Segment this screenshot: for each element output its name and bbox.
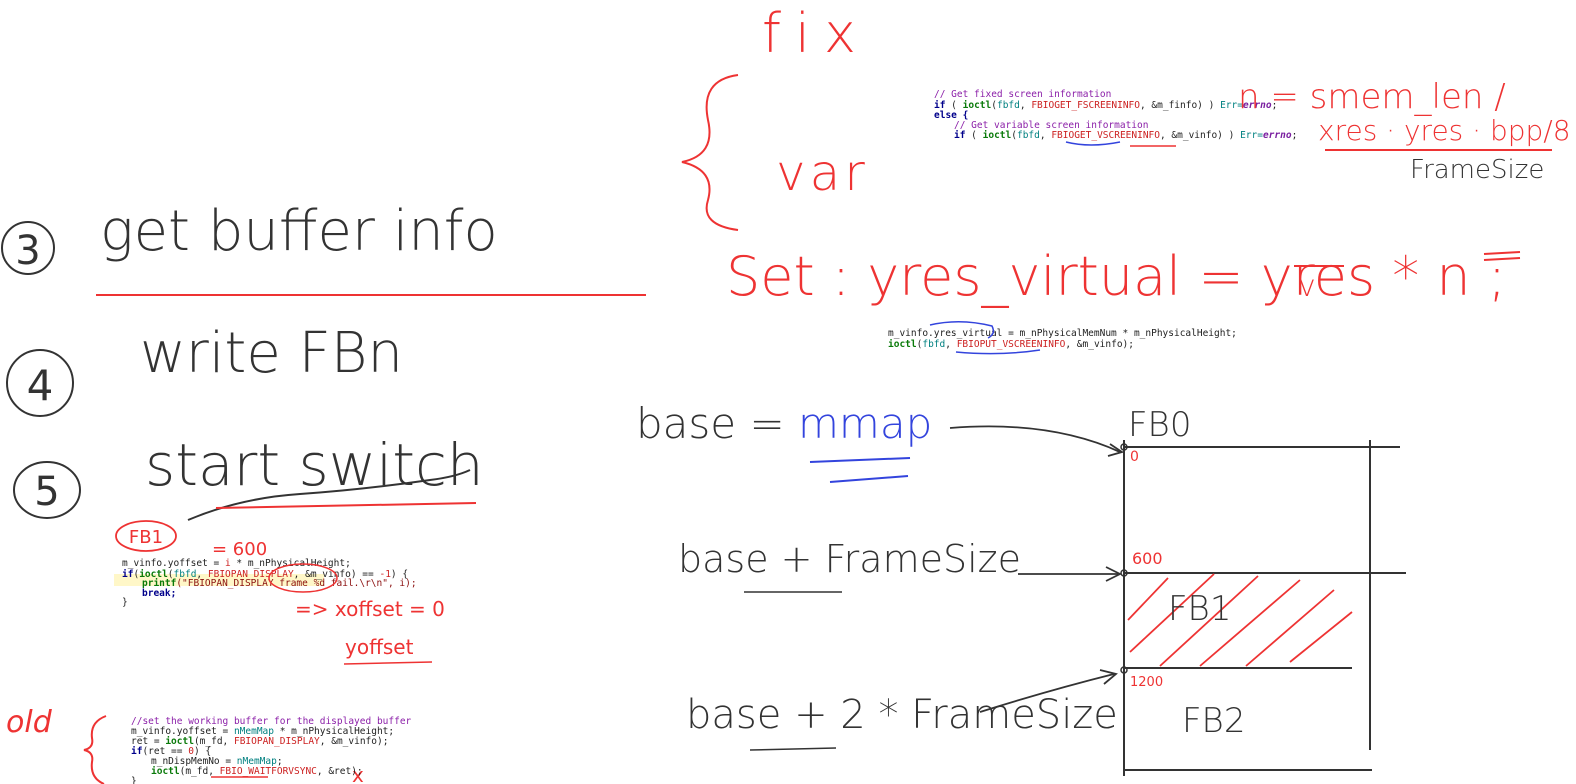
base-framesize-label: base + FrameSize	[678, 537, 1021, 581]
hatch-2	[1129, 573, 1215, 653]
step-3-number: 3	[15, 228, 40, 274]
step-4: 4 write FBn	[6, 321, 403, 417]
code-top-line-3: else {	[934, 110, 968, 121]
code-fb1-line-5: }	[122, 597, 128, 608]
step-5-red-underline	[215, 502, 477, 509]
fb1-region-label: FB1	[1168, 589, 1231, 629]
hatch-5	[1245, 589, 1335, 667]
code-old-snippet: //set the working buffer for the display…	[131, 716, 412, 784]
yoffset-underline	[343, 661, 433, 665]
offset-dot-1200	[1120, 666, 1128, 674]
hatch-3	[1159, 575, 1259, 667]
step-5-circle	[13, 461, 81, 519]
code-top-line-2: if ( ioctl(fbfd, FBIOGET_FSCREENINFO, &m…	[934, 100, 1277, 111]
memory-labels: base = mmap base + FrameSize base + 2 * …	[636, 399, 1118, 751]
framesize-label: FrameSize	[1410, 155, 1544, 185]
fb1-600-note: = 600	[212, 539, 267, 560]
fb1-circle	[115, 520, 177, 552]
n-underline-1	[1483, 251, 1521, 255]
step-4-number: 4	[27, 361, 54, 410]
fb1-notes: FB1 = 600 => xoffset = 0 yoffset	[115, 520, 445, 665]
code-old-line-6: ioctl(m_fd, FBIO_WAITFORVSYNC, &ret);	[151, 766, 363, 777]
base-2framesize-label: base + 2 * FrameSize	[686, 692, 1118, 738]
base-2fs-underline	[749, 747, 837, 751]
code-old-line-4: if(ret == 0) {	[131, 746, 211, 757]
code-old-line-1: //set the working buffer for the display…	[131, 716, 412, 727]
old-brace	[83, 715, 107, 784]
code-mid-line-2: ioctl(fbfd, FBIOPUT_VSCREENINFO, &m_vinf…	[888, 339, 1134, 350]
hatch-6	[1289, 611, 1353, 663]
offset-1200-label: 1200	[1130, 675, 1163, 690]
var-label: var	[776, 144, 869, 202]
step-4-label: write FBn	[140, 321, 403, 386]
mmap-underline-1	[809, 457, 911, 463]
step-3-circle	[1, 221, 55, 275]
step-5-squiggle	[187, 469, 471, 521]
fb0-label: FB0	[1128, 405, 1191, 445]
hatch-1	[1127, 577, 1169, 621]
code-fb1-line-1: m_vinfo.yoffset = i * m_nPhysicalHeight;	[122, 558, 351, 569]
framebuffer-diagram: FB0 FB1 FB2 0 600 1200	[1120, 405, 1406, 776]
code-mid-snippet: m_vinfo.yres_virtual = m_nPhysicalMemNum…	[888, 321, 1237, 355]
n-equals-smem: n = smem_len /	[1238, 77, 1506, 117]
vscreeninfo-blue-underline	[1065, 141, 1121, 146]
putvscreen-blue-underline	[955, 349, 1041, 355]
step-3-label: get buffer info	[100, 199, 498, 264]
set-yres-virtual: Set : yres_virtual = yres * n ; v	[726, 245, 1521, 308]
step-3: 3 get buffer info	[1, 199, 646, 296]
xoffset-note: => xoffset = 0	[295, 597, 445, 621]
vinfo-circle	[268, 563, 338, 593]
set-formula: Set : yres_virtual = yres * n ;	[726, 245, 1506, 308]
code-top-line-5: if ( ioctl(fbfd, FBIOGET_VSCREENINFO, &m…	[954, 130, 1297, 141]
code-top-snippet: // Get fixed screen information if ( ioc…	[934, 89, 1297, 147]
code-old-line-7: }	[131, 776, 137, 784]
code-fb1-snippet: m_vinfo.yoffset = i * m_nPhysicalHeight;…	[114, 558, 417, 608]
fb2-label: FB2	[1182, 701, 1245, 741]
fix-var-brace	[681, 74, 739, 231]
offset-dot-0	[1120, 443, 1128, 451]
set-v-glyph: v	[1298, 269, 1316, 304]
fb1-hatching	[1127, 573, 1353, 667]
offset-dot-600	[1120, 569, 1128, 577]
memory-arrows	[949, 425, 1125, 713]
code-old-line-3: ret = ioctl(m_fd, FBIOPAN_DISPLAY, &m_vi…	[131, 736, 388, 747]
old-notes: old x	[6, 705, 364, 784]
n-underline-2	[1483, 257, 1521, 261]
old-x-mark: x	[352, 763, 364, 784]
code-top-line-1: // Get fixed screen information	[934, 89, 1111, 100]
code-old-line-5: m_nDispMemNo = nMemMap;	[151, 756, 283, 767]
step-5: 5 start switch	[13, 431, 484, 521]
fb1-label: FB1	[129, 527, 163, 548]
old-label: old	[6, 705, 53, 740]
offset-600-label: 600	[1132, 549, 1163, 568]
yres-virtual-blue-mark	[929, 321, 995, 339]
offset-0-label: 0	[1130, 449, 1139, 465]
code-top-line-4: // Get variable screen information	[954, 120, 1148, 131]
code-mid-line-1: m_vinfo.yres_virtual = m_nPhysicalMemNum…	[888, 328, 1237, 339]
base-label: base = mmap	[636, 399, 932, 448]
xres-yres-bpp: xres · yres · bpp/8	[1318, 114, 1571, 147]
mmap-underline-2	[829, 475, 909, 483]
arrow-fs-head	[1105, 566, 1123, 582]
code-fb1-line-4: break;	[142, 588, 176, 599]
code-fb1-line-3: printf("FBIOPAN_DISPLAY frame %d fail.\r…	[142, 578, 417, 589]
hatch-4	[1199, 579, 1301, 667]
n-formula: n = smem_len / xres · yres · bpp/8 Frame…	[1238, 77, 1571, 185]
code-old-line-2: m_vinfo.yoffset = nMemMap * m_nPhysicalH…	[131, 726, 394, 737]
step-5-number: 5	[34, 469, 59, 515]
yoffset-note: yoffset	[345, 635, 414, 659]
step-4-circle	[6, 349, 74, 417]
arrow-2fs	[979, 673, 1115, 713]
step-5-label: start switch	[145, 431, 484, 499]
fix-label: fix	[762, 2, 870, 65]
arrow-base	[949, 425, 1121, 453]
fix-var-notes: fix var	[681, 2, 870, 231]
arrow-base-head	[1107, 443, 1125, 457]
arrow-2fs-head	[1099, 669, 1118, 685]
